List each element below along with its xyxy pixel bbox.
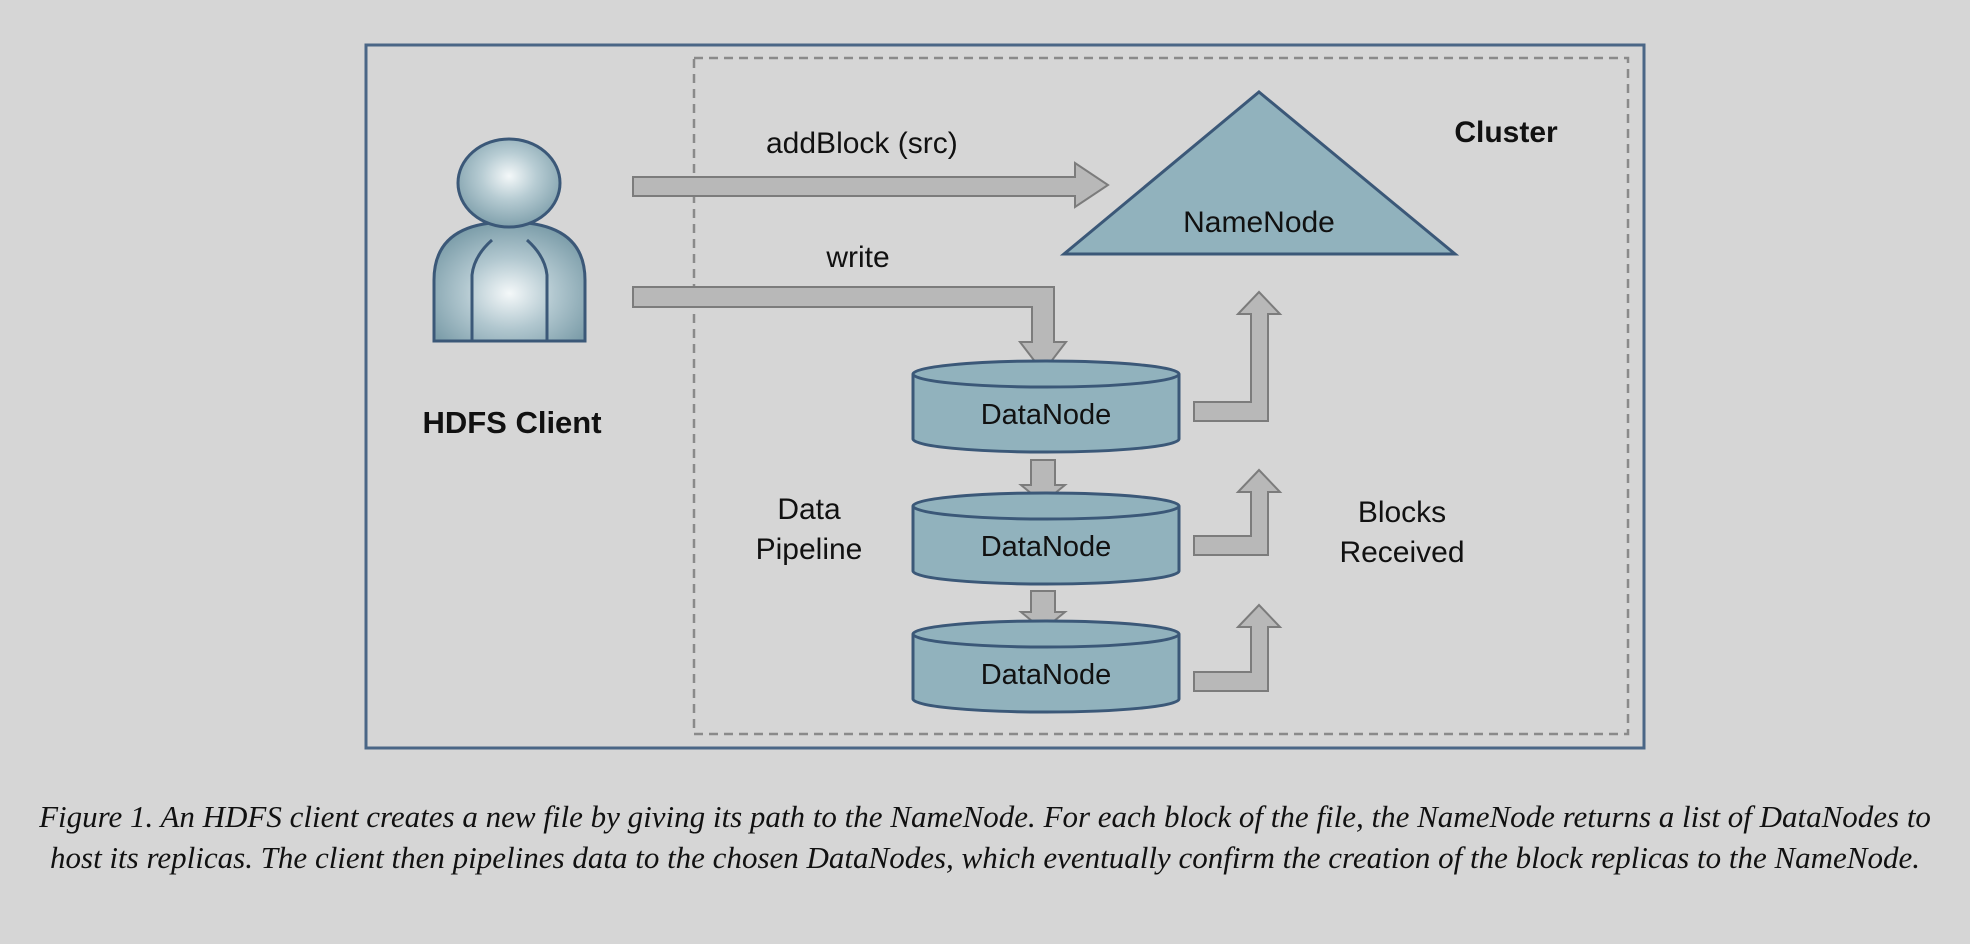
add-block-label: addBlock (src): [766, 127, 958, 160]
blocks-received-label-line2: Received: [1339, 536, 1464, 569]
datanode-3-label: DataNode: [981, 659, 1112, 691]
data-pipeline-label-line2: Pipeline: [756, 533, 863, 566]
datanode-1: [911, 359, 1181, 454]
datanode-3: [911, 619, 1181, 714]
datanode-2: [911, 491, 1181, 586]
add-block-arrow: [632, 161, 1110, 209]
namenode-label: NameNode: [1183, 206, 1335, 239]
cluster-label: Cluster: [1454, 116, 1558, 149]
blocks-received-label-line1: Blocks: [1358, 496, 1446, 529]
cluster-boundary: [692, 56, 1630, 736]
blocks-received-arrow-3: [1193, 603, 1283, 692]
figure-caption: Figure 1. An HDFS client creates a new f…: [39, 799, 1931, 875]
blocks-received-arrow-2: [1193, 468, 1283, 556]
write-label: write: [825, 241, 889, 274]
hdfs-client-label: HDFS Client: [422, 405, 601, 440]
datanode-1-label: DataNode: [981, 399, 1112, 431]
datanode-2-label: DataNode: [981, 531, 1112, 563]
blocks-received-arrow-1: [1193, 290, 1283, 422]
hdfs-write-diagram: Cluster addBlock (src) write NameNode HD…: [364, 43, 1646, 750]
write-arrow: [632, 286, 1069, 374]
data-pipeline-label-line1: Data: [777, 493, 841, 526]
outer-frame: [364, 43, 1646, 750]
namenode-triangle: [1059, 90, 1460, 256]
person-icon: [432, 137, 587, 343]
